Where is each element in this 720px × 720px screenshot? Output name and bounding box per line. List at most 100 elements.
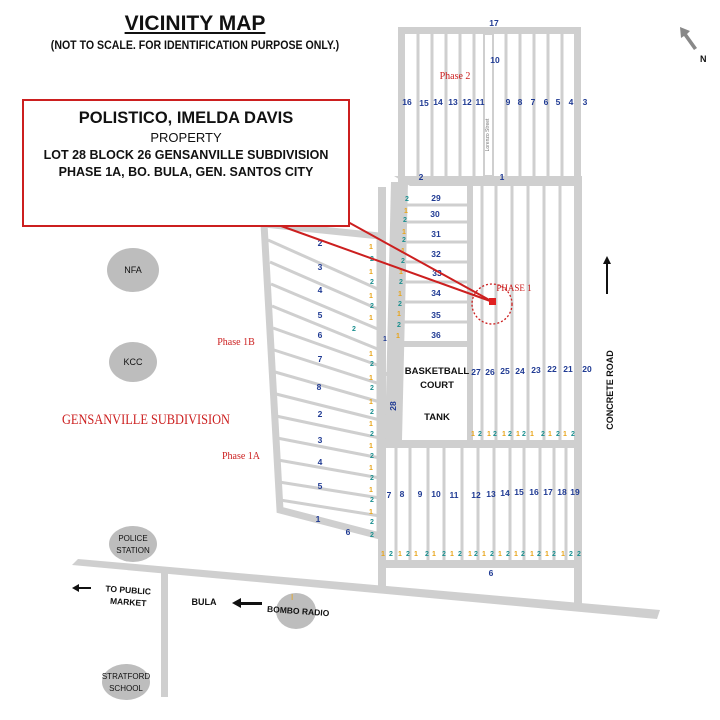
lot-tick-2: 2 [405, 196, 409, 203]
lot-tick-1: 1 [432, 551, 436, 558]
kcc-marker [109, 342, 157, 382]
lot-tick-1: 1 [369, 465, 373, 472]
pointer-line-1 [347, 221, 494, 303]
concrete-road-label: CONCRETE ROAD [605, 350, 615, 430]
lot-tick-1: 1 [487, 431, 491, 438]
arrow-from-bombo [232, 598, 262, 608]
right-block: 23 [531, 365, 541, 375]
police-label-1: POLICE [118, 534, 147, 543]
p2-block: 12 [462, 97, 472, 107]
phase1b-block: 8 [317, 382, 322, 392]
lot-tick-2: 2 [522, 431, 526, 438]
phase1b-block: 4 [318, 285, 323, 295]
bombo-marker [276, 593, 316, 629]
phase1b-block: 5 [318, 310, 323, 320]
lot-tick-1: 1 [397, 311, 401, 318]
lot-tick-2: 2 [398, 301, 402, 308]
lot-tick-1: 1 [561, 551, 565, 558]
lot-tick-2: 2 [370, 385, 374, 392]
lot-tick-2: 2 [458, 551, 462, 558]
lot-tick-2: 2 [370, 303, 374, 310]
lot-tick-1: 1 [545, 551, 549, 558]
subdivision-label: GENSANVILLE SUBDIVISION [62, 412, 230, 428]
arrow-to-market [72, 584, 91, 592]
lot-tick-1: 1 [563, 431, 567, 438]
right-block: 27 [471, 367, 481, 377]
pointer-line-2 [269, 221, 494, 303]
phase1b-block: 6 [318, 330, 323, 340]
basketball-label-1: BASKETBALL [405, 366, 470, 377]
lorenzo-street [483, 33, 494, 177]
lot-tick-1: 1 [450, 551, 454, 558]
stratford-label-2: SCHOOL [109, 684, 143, 693]
lot-tick-2: 2 [506, 551, 510, 558]
lower-block: 9 [418, 489, 423, 499]
lower-block: 15 [514, 487, 524, 497]
lot-tick-1: 1 [369, 375, 373, 382]
right-block: 22 [547, 364, 557, 374]
phase1-west-block [260, 220, 392, 541]
lot-tick-1: 1 [369, 487, 373, 494]
lot-tick-2: 2 [577, 551, 581, 558]
p2-block: 7 [531, 97, 536, 107]
phase1-label: PHASE 1 [496, 283, 531, 293]
north-label: N [700, 54, 707, 64]
property-type: PROPERTY [150, 130, 222, 145]
road-labels: TO PUBLIC MARKET BULA CONCRETE ROAD [72, 256, 615, 608]
lot-tick-2: 2 [537, 551, 541, 558]
phase1a-block: 5 [318, 481, 323, 491]
lot-tick-2: 2 [552, 551, 556, 558]
p2-block: 5 [556, 97, 561, 107]
lot-tick-2: 2 [389, 551, 393, 558]
lot-tick-1: 1 [369, 421, 373, 428]
landmarks: NFA KCC POLICE STATION BOMBO RADIO I STR… [102, 248, 330, 700]
lot-tick-2: 2 [370, 409, 374, 416]
lot-tick-1: 1 [414, 551, 418, 558]
center-block: 32 [431, 249, 441, 259]
right-block: 25 [500, 366, 510, 376]
lot-tick-2: 2 [399, 279, 403, 286]
phase1b-block: 2 [318, 238, 323, 248]
p2-block: 14 [433, 97, 443, 107]
lot-tick-1: 1 [369, 269, 373, 276]
bombo-label: BOMBO RADIO [267, 604, 330, 618]
lot-tick-2: 2 [370, 431, 374, 438]
nfa-label: NFA [124, 265, 142, 275]
lower-block-lots [394, 448, 568, 560]
center-column-lots [399, 203, 468, 324]
lower-block: 10 [431, 489, 441, 499]
center-block: 35 [431, 310, 441, 320]
right-block: 21 [563, 364, 573, 374]
lot-tick-2: 2 [370, 475, 374, 482]
main-road [72, 559, 660, 619]
lot-tick-1: 1 [498, 551, 502, 558]
lot-tick-1: 1 [369, 351, 373, 358]
lot-tick-1: 1 [369, 443, 373, 450]
lot-ticks: 1 2 1 2 1 2 1 2 1 1 2 1 2 1 2 1 2 1 2 1 … [352, 196, 581, 558]
lot-tick-2: 2 [370, 532, 374, 539]
bombo-orange-tick: I [291, 593, 293, 602]
lot-tick-2: 2 [478, 431, 482, 438]
phase1b-block: 3 [318, 262, 323, 272]
lot-tick-2: 2 [569, 551, 573, 558]
lower-block: 16 [529, 487, 539, 497]
to-public-market-1: TO PUBLIC [105, 583, 151, 596]
phase1a-block: 1 [316, 514, 321, 524]
phase2-bottom-road [394, 176, 582, 186]
phase1b-label: Phase 1B [217, 337, 255, 348]
lot-description: LOT 28 BLOCK 26 GENSANVILLE SUBDIVISION [43, 148, 329, 162]
lot-tick-2: 2 [403, 217, 407, 224]
area-labels: GENSANVILLE SUBDIVISION Phase 1B Phase 1… [62, 71, 532, 462]
map-title: VICINITY MAP [124, 12, 266, 35]
lot-tick-2: 2 [508, 431, 512, 438]
p2-bottom-block: 1 [500, 172, 505, 182]
lower-block: 11 [450, 490, 459, 500]
lot-tick-1: 1 [369, 509, 373, 516]
lot-tick-1: 1 [399, 269, 403, 276]
lot-tick-1: 1 [530, 551, 534, 558]
p2-block: 4 [569, 97, 574, 107]
kcc-label: KCC [123, 357, 143, 367]
lot-tick-1: 1 [383, 336, 387, 343]
right-block: 20 [582, 364, 592, 374]
